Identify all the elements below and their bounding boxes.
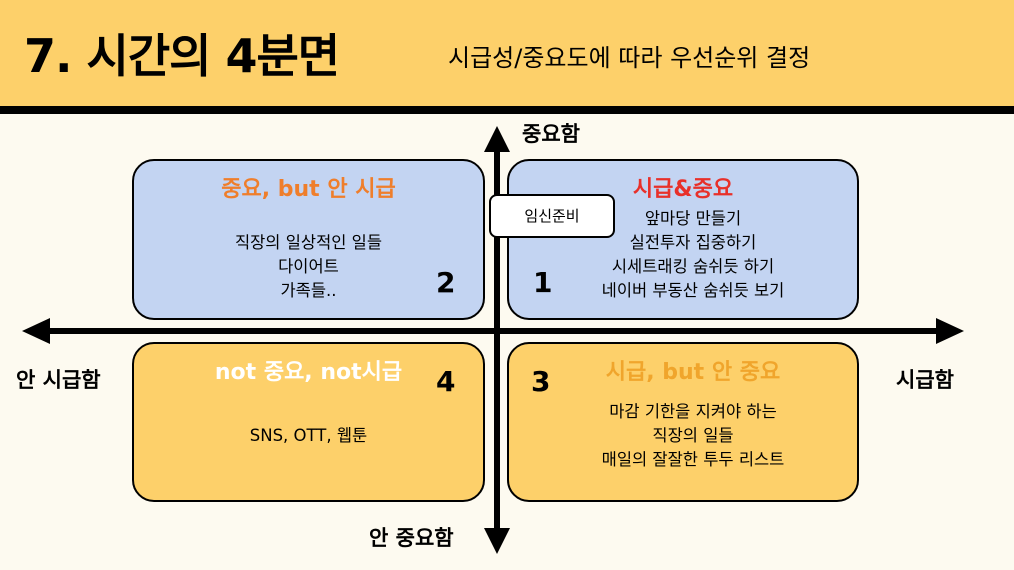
quadrant-1-urgent-important: 시급&중요 앞마당 만들기 실전투자 집중하기 시세트래킹 숨쉬듯 하기 네이버…: [507, 159, 859, 320]
page-title: 7. 시간의 4분면: [24, 29, 340, 83]
page-subtitle: 시급성/중요도에 따라 우선순위 결정: [448, 44, 811, 72]
list-item: 가족들..: [280, 281, 337, 300]
axis-label-not-important: 안 중요함: [369, 526, 454, 550]
quadrant-title: 시급, but 안 중요: [605, 360, 781, 385]
list-item: 실전투자 집중하기: [629, 233, 757, 252]
header-divider: [0, 106, 1014, 114]
list-item: 다이어트: [278, 257, 339, 276]
header-band: [0, 0, 1014, 109]
down-arrow-icon: [484, 528, 510, 554]
axis-label-important: 중요함: [522, 122, 580, 146]
quadrant-3-urgent-not-important: 시급, but 안 중요 마감 기한을 지켜야 하는 직장의 일들 매일의 잘잘…: [507, 342, 859, 502]
up-arrow-icon: [484, 126, 510, 152]
list-item: 매일의 잘잘한 투두 리스트: [601, 450, 785, 469]
quadrant-items: SNS, OTT, 웹툰: [134, 424, 483, 448]
quadrant-number: 3: [531, 365, 551, 398]
axis-label-urgent: 시급함: [896, 368, 954, 392]
list-item: 직장의 일상적인 일들: [234, 233, 383, 252]
list-item: 네이버 부동산 숨쉬듯 보기: [601, 281, 785, 300]
list-item: SNS, OTT, 웹툰: [249, 426, 368, 445]
list-item: 앞마당 만들기: [644, 209, 742, 228]
left-arrow-icon: [22, 318, 50, 344]
right-arrow-icon: [936, 318, 964, 344]
quadrant-items: 앞마당 만들기 실전투자 집중하기 시세트래킹 숨쉬듯 하기 네이버 부동산 숨…: [509, 207, 857, 303]
quadrant-2-important-not-urgent: 중요, but 안 시급 직장의 일상적인 일들 다이어트 가족들.. 2: [132, 159, 485, 320]
list-item: 마감 기한을 지켜야 하는: [609, 402, 777, 421]
list-item: 시세트래킹 숨쉬듯 하기: [611, 257, 775, 276]
quadrant-number: 4: [436, 365, 456, 398]
quadrant-title: 중요, but 안 시급: [221, 177, 396, 202]
quadrant-number: 1: [533, 266, 553, 299]
quadrant-items: 직장의 일상적인 일들 다이어트 가족들..: [134, 231, 483, 303]
quadrant-items: 마감 기한을 지켜야 하는 직장의 일들 매일의 잘잘한 투두 리스트: [509, 400, 857, 472]
list-item: 직장의 일들: [652, 426, 734, 445]
note-label: 임신준비: [489, 194, 615, 238]
quadrant-title: 시급&중요: [632, 177, 734, 202]
quadrant-number: 2: [436, 266, 456, 299]
quadrant-title: not 중요, not시급: [214, 360, 403, 385]
axis-label-not-urgent: 안 시급함: [16, 368, 101, 392]
quadrant-4-not-important-not-urgent: not 중요, not시급 SNS, OTT, 웹툰 4: [132, 342, 485, 502]
